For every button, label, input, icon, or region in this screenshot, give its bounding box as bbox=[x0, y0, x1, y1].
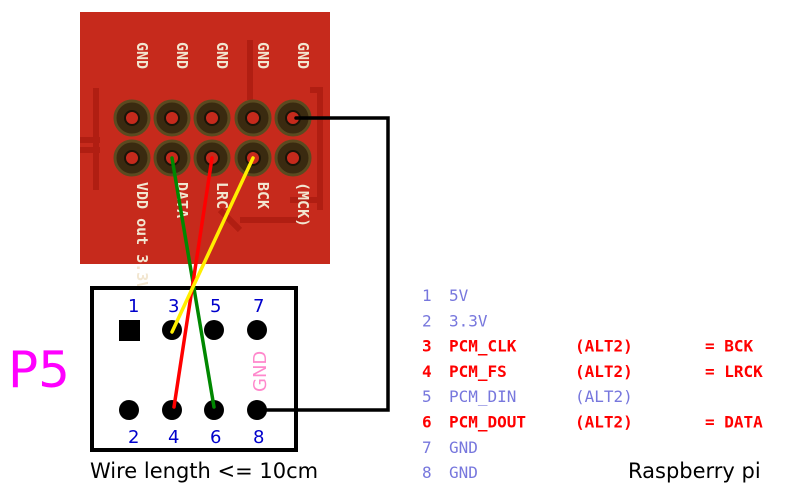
p5-pin-1-square bbox=[119, 320, 140, 341]
p5-pin bbox=[119, 400, 139, 420]
pin-table-num: 4 bbox=[422, 362, 432, 381]
p5-gnd-label: GND bbox=[250, 351, 271, 392]
p5-pin bbox=[204, 400, 224, 420]
pin-table-row: 4 PCM_FS (ALT2) = LRCK bbox=[422, 362, 763, 381]
pcb-header-pads bbox=[113, 99, 312, 177]
pin-table-row: 3 PCM_CLK (ALT2) = BCK bbox=[422, 337, 754, 356]
pcb-pad bbox=[113, 139, 151, 177]
p5-pin-number: 4 bbox=[168, 427, 179, 448]
p5-pin-number: 3 bbox=[168, 296, 179, 317]
pcb-bottom-label: BCK bbox=[254, 182, 272, 209]
pcb-pad bbox=[193, 99, 231, 137]
wires bbox=[170, 116, 390, 412]
pcb-bottom-label: (MCK) bbox=[294, 182, 312, 227]
pin-table-row: 7 GND bbox=[422, 438, 478, 457]
p5-pin bbox=[204, 320, 224, 340]
pcb-top-label: GND bbox=[133, 42, 151, 69]
pin-table-num: 6 bbox=[422, 413, 432, 432]
wire-lrck bbox=[172, 156, 214, 409]
pin-table-assign: = LRCK bbox=[705, 362, 763, 381]
pin-table-alt: (ALT2) bbox=[575, 387, 633, 406]
pin-table-row: 2 3.3V bbox=[422, 311, 488, 330]
pin-table-alt: (ALT2) bbox=[575, 337, 633, 356]
pcb-top-label: GND bbox=[254, 42, 272, 69]
pin-table-num: 3 bbox=[422, 337, 432, 356]
pin-table-num: 2 bbox=[422, 311, 432, 330]
pin-table-name: PCM_CLK bbox=[449, 337, 517, 356]
pin-table-name: PCM_FS bbox=[449, 362, 507, 381]
pin-table-assign: = DATA bbox=[705, 413, 763, 432]
wire-bck bbox=[170, 156, 255, 334]
p5-pin bbox=[247, 320, 267, 340]
pin-table-name: PCM_DIN bbox=[449, 387, 516, 406]
wire-length-note: Wire length <= 10cm bbox=[90, 459, 318, 483]
pcb-pad bbox=[113, 99, 151, 137]
pin-table-num: 1 bbox=[422, 286, 432, 305]
p5-pin-number: 1 bbox=[128, 296, 139, 317]
raspberry-pi-label: Raspberry pi bbox=[628, 459, 761, 483]
pin-table-name: 5V bbox=[449, 286, 469, 305]
p5-header: P5 1 3 5 7 2 4 6 8 GND bbox=[8, 286, 298, 452]
p5-pin bbox=[162, 400, 182, 420]
pcb-top-label: GND bbox=[173, 42, 191, 69]
pin-table-row: 8 GND bbox=[422, 463, 478, 482]
p5-pin-number: 2 bbox=[128, 427, 139, 448]
pin-table-name: GND bbox=[449, 438, 478, 457]
pin-table-row: 6 PCM_DOUT (ALT2) = DATA bbox=[422, 413, 763, 432]
p5-pins bbox=[119, 320, 267, 420]
p5-pin-number: 7 bbox=[253, 296, 264, 317]
pin-table-alt: (ALT2) bbox=[575, 362, 633, 381]
pcb-bottom-label: VDD out 3.3V bbox=[133, 182, 151, 290]
pin-table-alt: (ALT2) bbox=[575, 413, 633, 432]
pcb-pad bbox=[153, 99, 191, 137]
pin-table-num: 8 bbox=[422, 463, 432, 482]
pcb-pad bbox=[234, 99, 272, 137]
p5-pin-numbers: 1 3 5 7 2 4 6 8 bbox=[128, 296, 264, 448]
pin-table-row: 5 PCM_DIN (ALT2) bbox=[422, 387, 633, 406]
p5-pin-number: 5 bbox=[210, 296, 221, 317]
pin-table-num: 5 bbox=[422, 387, 432, 406]
pin-table-name: PCM_DOUT bbox=[449, 413, 526, 432]
pcb-board bbox=[80, 12, 330, 264]
p5-pin-number: 6 bbox=[210, 427, 221, 448]
pcb-top-label: GND bbox=[294, 42, 312, 69]
pcb-top-label: GND bbox=[213, 42, 231, 69]
pcb-traces bbox=[80, 40, 323, 233]
pcb-bottom-label: LRC bbox=[213, 182, 231, 209]
pin-table-name: GND bbox=[449, 463, 478, 482]
p5-title: P5 bbox=[8, 341, 70, 399]
pin-table-assign: = BCK bbox=[705, 337, 754, 356]
p5-pin-number: 8 bbox=[253, 427, 264, 448]
pin-table-name: 3.3V bbox=[449, 311, 488, 330]
pin-table-num: 7 bbox=[422, 438, 432, 457]
wire-gnd bbox=[255, 116, 390, 412]
pin-table-row: 1 5V bbox=[422, 286, 469, 305]
pcb-top-labels: GND GND GND GND GND bbox=[133, 42, 312, 69]
pin-table: 1 5V 2 3.3V 3 PCM_CLK (ALT2) = BCK 4 PCM_FS (ALT2)… bbox=[422, 286, 763, 482]
pcb-pad bbox=[274, 139, 312, 177]
